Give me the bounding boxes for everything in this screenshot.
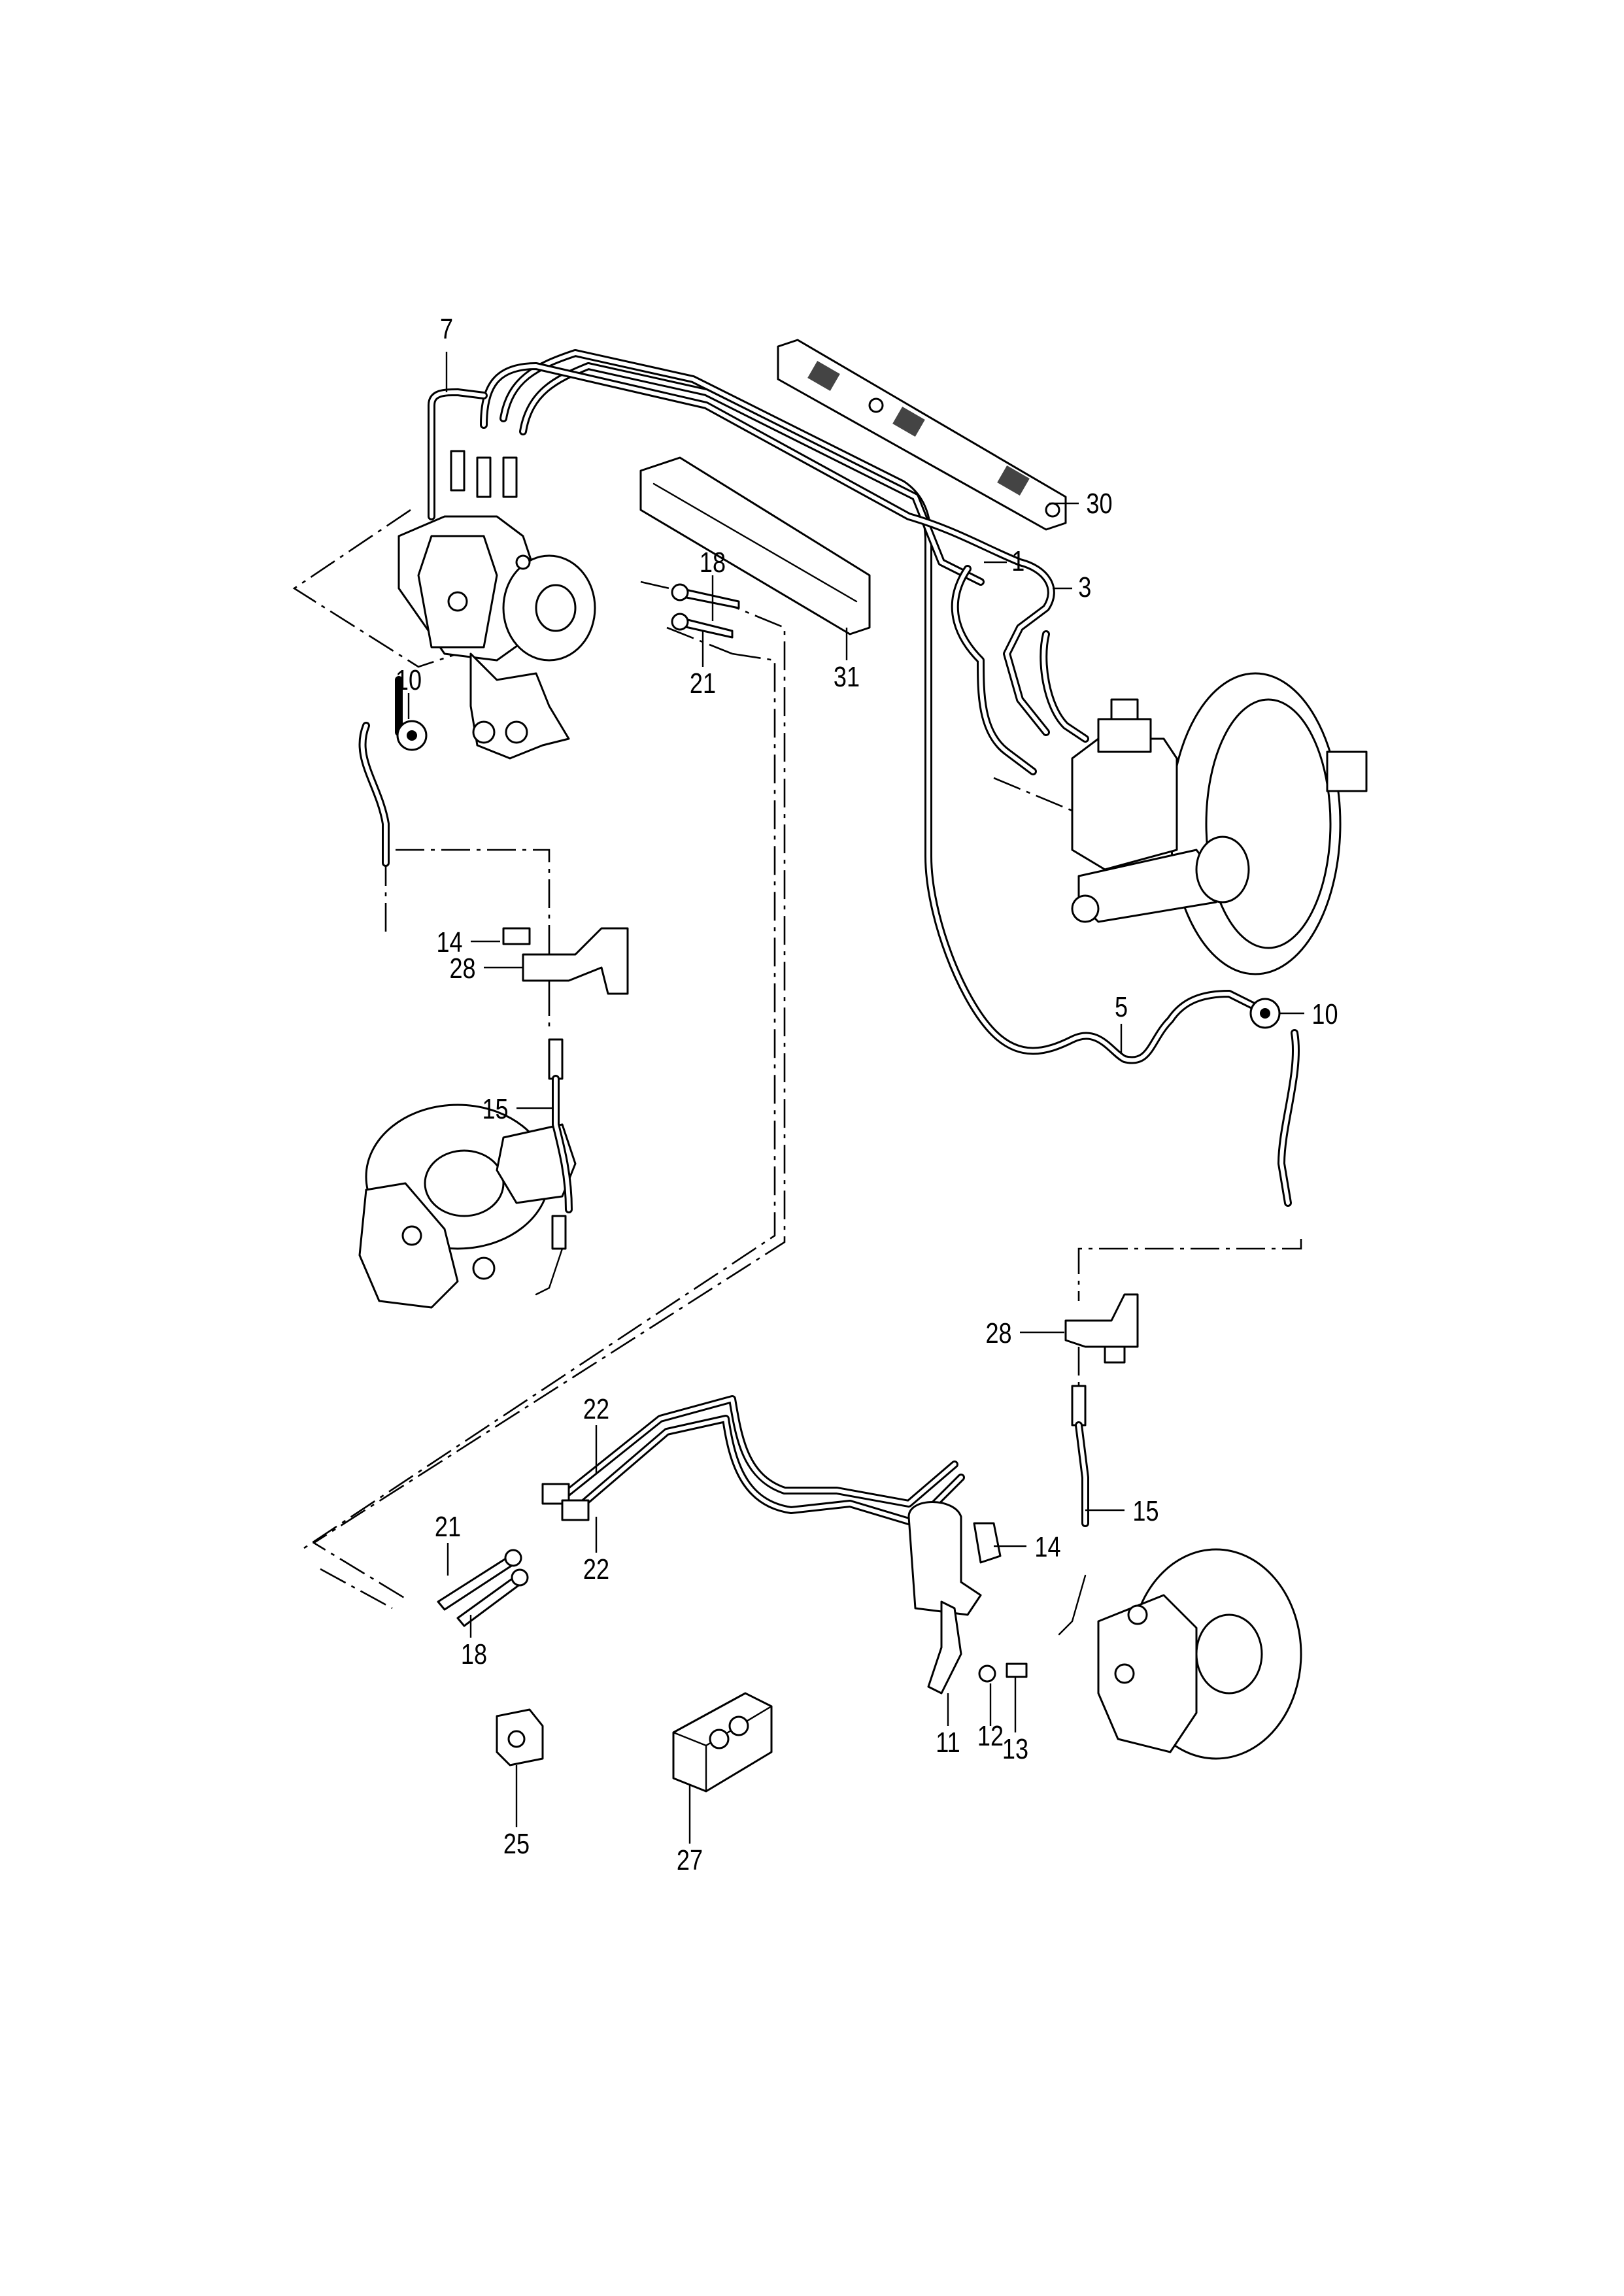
callout-15-left: 15 (482, 1093, 508, 1125)
callout-10-right: 10 (1311, 998, 1338, 1030)
callout-10-left: 10 (396, 664, 422, 696)
callout-14-left: 14 (436, 926, 462, 958)
callout-22-upper: 22 (583, 1393, 609, 1425)
callout-7: 7 (440, 313, 453, 345)
leader-lines (407, 352, 1304, 1844)
callout-11: 11 (936, 1727, 960, 1759)
clip-25 (496, 1708, 544, 1766)
callout-1: 1 (1011, 545, 1024, 577)
bolts-18-21-upper (671, 583, 740, 639)
pipe-holder-30 (777, 339, 1067, 531)
callout-3: 3 (1078, 571, 1091, 603)
callout-15-right: 15 (1132, 1495, 1159, 1527)
callout-5: 5 (1115, 991, 1128, 1023)
brake-hose-15-left (535, 1038, 573, 1296)
front-left-caliper (358, 1104, 577, 1309)
rear-bracket-assembly (907, 1501, 1028, 1695)
pipe-clamps-22 (541, 1483, 590, 1521)
connection-lines (292, 509, 1302, 1610)
rear-right-caliper (1097, 1548, 1302, 1760)
callout-30: 30 (1086, 488, 1112, 520)
bolts-18-21-lower (437, 1549, 529, 1627)
grommet-10-left (396, 720, 428, 751)
bracket-28-left (502, 927, 629, 995)
callout-21-upper: 21 (690, 667, 716, 700)
callout-28-right: 28 (985, 1317, 1011, 1349)
callout-13: 13 (1002, 1733, 1028, 1765)
callout-14-right: 14 (1034, 1531, 1060, 1563)
callout-28-left: 28 (449, 953, 475, 985)
callout-27: 27 (677, 1844, 703, 1876)
heat-shield-31 (639, 456, 871, 635)
callout-12: 12 (977, 1720, 1004, 1752)
callout-22-lower: 22 (583, 1553, 609, 1585)
brake-pipes (358, 349, 1300, 1527)
callout-25: 25 (503, 1828, 530, 1860)
pipe-holder-27 (672, 1692, 773, 1793)
callout-18-lower: 18 (461, 1638, 487, 1670)
callout-21-lower: 21 (435, 1511, 461, 1543)
brake-hose-15-right (1058, 1385, 1089, 1636)
grommet-10-right (1249, 998, 1281, 1029)
callout-18-upper: 18 (700, 547, 726, 579)
callout-labels: 7 30 1 3 18 21 31 10 5 10 14 28 15 28 15… (396, 313, 1338, 1876)
abs-hydraulic-unit (398, 450, 596, 760)
callout-31: 31 (834, 661, 860, 693)
bracket-28-right (1064, 1293, 1139, 1364)
master-cylinder-booster (1071, 672, 1368, 975)
